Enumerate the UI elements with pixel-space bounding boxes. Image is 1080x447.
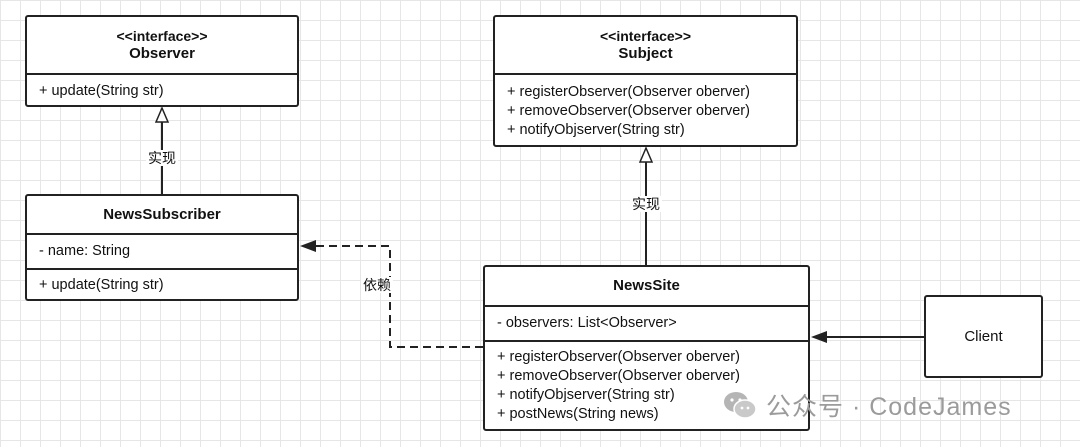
news-site-name: NewsSite: [613, 277, 680, 294]
realization-arrowhead-subject: [638, 146, 654, 163]
subject-methods: + registerObserver(Observer oberver) + r…: [495, 73, 796, 145]
watermark-text: 公众号 · CodeJames: [766, 393, 1012, 421]
subject-method: + notifyObjserver(String str): [507, 121, 685, 138]
realization-arrowhead-observer: [154, 106, 170, 123]
news-subscriber-attributes: - name: String: [27, 233, 297, 268]
news-subscriber-class-box[interactable]: NewsSubscriber - name: String + update(S…: [25, 194, 299, 301]
news-subscriber-method: + update(String str): [39, 277, 164, 293]
subject-interface-box[interactable]: <<interface>> Subject + registerObserver…: [493, 15, 798, 147]
news-subscriber-header: NewsSubscriber: [27, 196, 297, 233]
news-subscriber-attribute: - name: String: [39, 243, 131, 259]
observer-header: <<interface>> Observer: [27, 17, 297, 73]
dependency-arrowhead-subscriber: [300, 240, 316, 252]
observer-stereotype: <<interface>>: [116, 28, 208, 44]
association-arrowhead-site: [811, 331, 827, 343]
news-site-header: NewsSite: [485, 267, 808, 305]
news-site-method: + removeObserver(Observer oberver): [497, 367, 740, 384]
relation-label-dependency: 依赖: [361, 277, 393, 293]
news-site-method: + registerObserver(Observer oberver): [497, 348, 740, 365]
subject-method: + removeObserver(Observer oberver): [507, 102, 750, 119]
dependency-line-site-subscriber: [314, 245, 483, 348]
watermark: 公众号 · CodeJames: [722, 388, 1012, 422]
subject-stereotype: <<interface>>: [599, 28, 692, 44]
observer-method: + update(String str): [39, 82, 164, 99]
news-site-class-box[interactable]: NewsSite - observers: List<Observer> + r…: [483, 265, 810, 431]
relation-label-realize-observer: 实现: [146, 150, 178, 166]
subject-header: <<interface>> Subject: [495, 17, 796, 73]
news-site-attribute: - observers: List<Observer>: [497, 315, 677, 331]
news-site-method: + notifyObjserver(String str): [497, 386, 675, 403]
wechat-icon: [724, 392, 757, 419]
client-box[interactable]: Client: [924, 295, 1043, 378]
news-site-method: + postNews(String news): [497, 405, 659, 422]
news-subscriber-methods: + update(String str): [27, 268, 297, 299]
news-site-methods: + registerObserver(Observer oberver) + r…: [485, 340, 808, 429]
observer-interface-box[interactable]: <<interface>> Observer + update(String s…: [25, 15, 299, 107]
observer-methods: + update(String str): [27, 73, 297, 105]
news-site-attributes: - observers: List<Observer>: [485, 305, 808, 340]
subject-name: Subject: [618, 45, 673, 62]
client-name: Client: [964, 328, 1003, 345]
observer-name: Observer: [129, 45, 195, 62]
relation-label-realize-subject: 实现: [630, 196, 662, 212]
news-subscriber-name: NewsSubscriber: [103, 205, 221, 223]
subject-method: + registerObserver(Observer oberver): [507, 83, 750, 100]
